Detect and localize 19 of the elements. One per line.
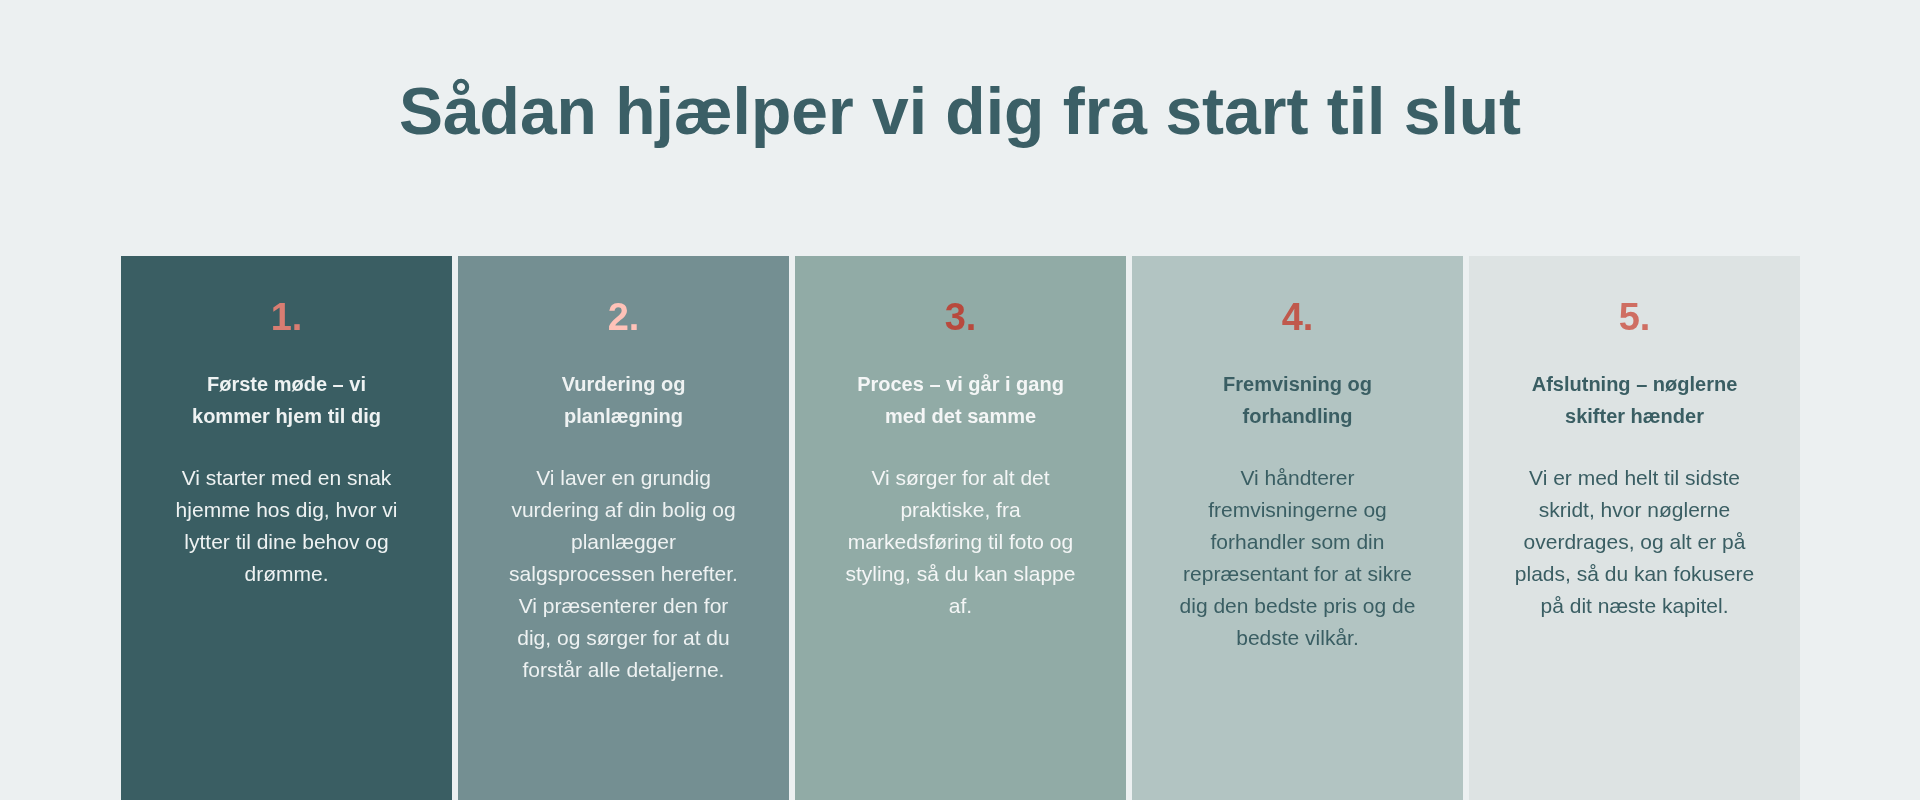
step-heading: Fremvisning og forhandling: [1222, 372, 1373, 429]
step-number: 1.: [270, 298, 303, 336]
step-heading: Afslutning – nøglerne skifter hænder: [1530, 372, 1739, 429]
step-heading: Første møde – vi kommer hjem til dig: [191, 372, 382, 429]
step-heading: Proces – vi går i gang med det samme: [856, 372, 1065, 429]
step-number: 2.: [607, 298, 640, 336]
step-column: [121, 256, 452, 800]
step-column: [1132, 256, 1463, 800]
step-heading: Vurdering og planlægning: [560, 372, 687, 429]
step-column: [795, 256, 1126, 800]
step-description: Vi laver en grundig vurdering af din bolig og planlægger salgsprocessen herefter. Vi præsenterer den for dig, og sørger for at du forstår alle detaljerne.: [508, 465, 739, 683]
step-description: Vi er med helt til sidste skridt, hvor nøglerne overdrages, og alt er på plads, så du kan fokusere på dit næste kapitel.: [1514, 465, 1755, 619]
step-number: 4.: [1281, 298, 1314, 336]
step-number: 3.: [944, 298, 977, 336]
step-description: Vi sørger for alt det praktiske, fra markedsføring til foto og styling, så du kan slappe af.: [844, 465, 1077, 619]
step-description: Vi starter med en snak hjemme hos dig, hvor vi lytter til dine behov og drømme.: [174, 465, 399, 587]
step-column: [458, 256, 789, 800]
step-number: 5.: [1618, 298, 1651, 336]
step-description: Vi håndterer fremvisningerne og forhandler som din repræsentant for at sikre dig den bedste pris og de bedste vilkår.: [1178, 465, 1417, 651]
